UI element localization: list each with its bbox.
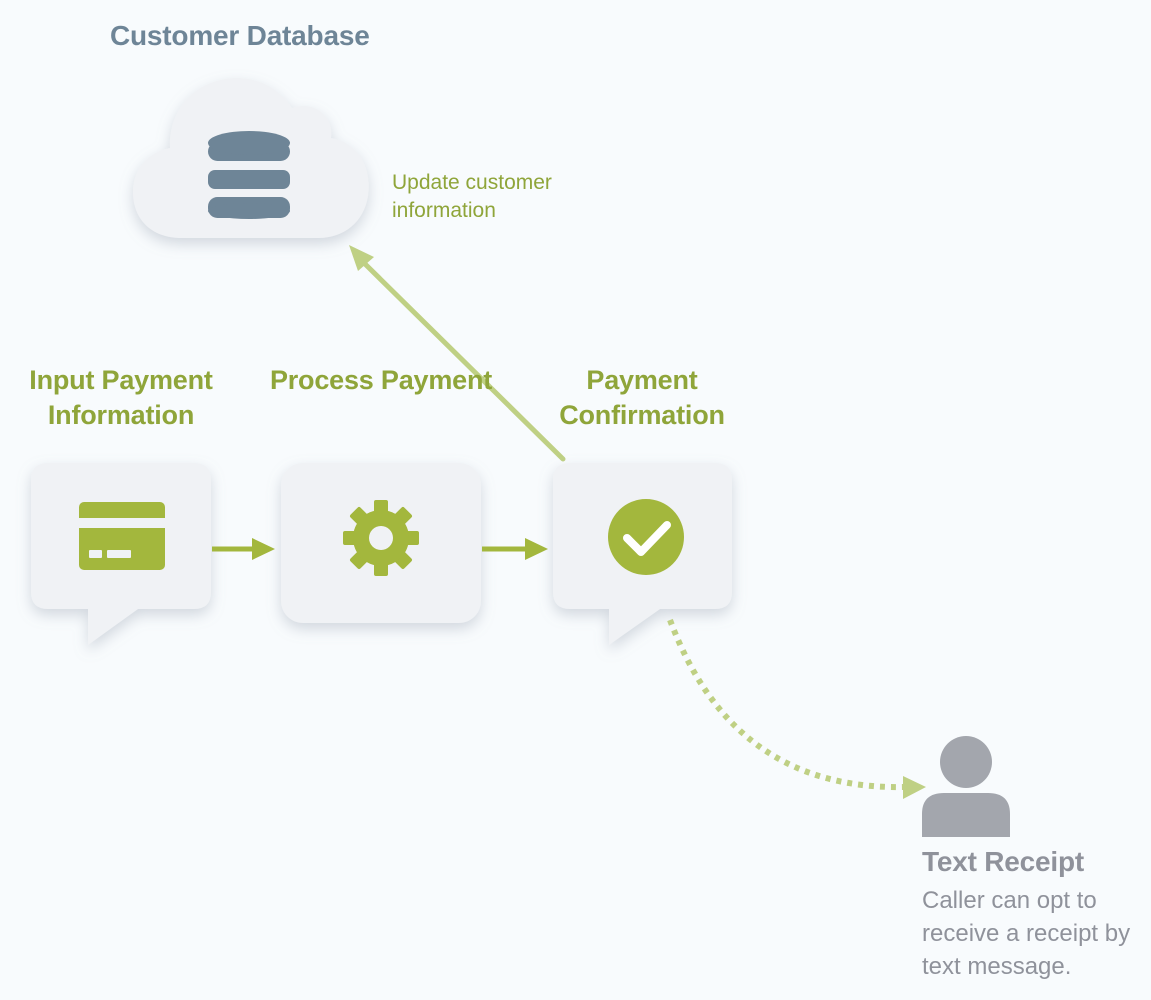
database-icon xyxy=(208,131,290,219)
step-label-input-payment: Input Payment Information xyxy=(29,365,213,430)
gear-icon xyxy=(343,500,419,576)
step-label-payment-confirmation: Payment Confirmation xyxy=(559,365,725,430)
arrow-process-to-confirmation xyxy=(482,538,548,560)
database-title: Customer Database xyxy=(110,20,370,51)
arrow-input-to-process xyxy=(212,538,275,560)
receipt-title: Text Receipt xyxy=(922,846,1085,877)
credit-card-icon xyxy=(79,502,165,570)
receipt-dotted-arrow xyxy=(667,618,926,799)
step-label-process-payment: Process Payment xyxy=(269,365,493,395)
check-circle-icon xyxy=(608,499,684,575)
update-arrow xyxy=(349,245,566,462)
receipt-description: Caller can opt to receive a receipt by t… xyxy=(922,887,1131,980)
update-customer-note: Update customer information xyxy=(392,171,552,222)
person-icon xyxy=(922,736,1010,837)
